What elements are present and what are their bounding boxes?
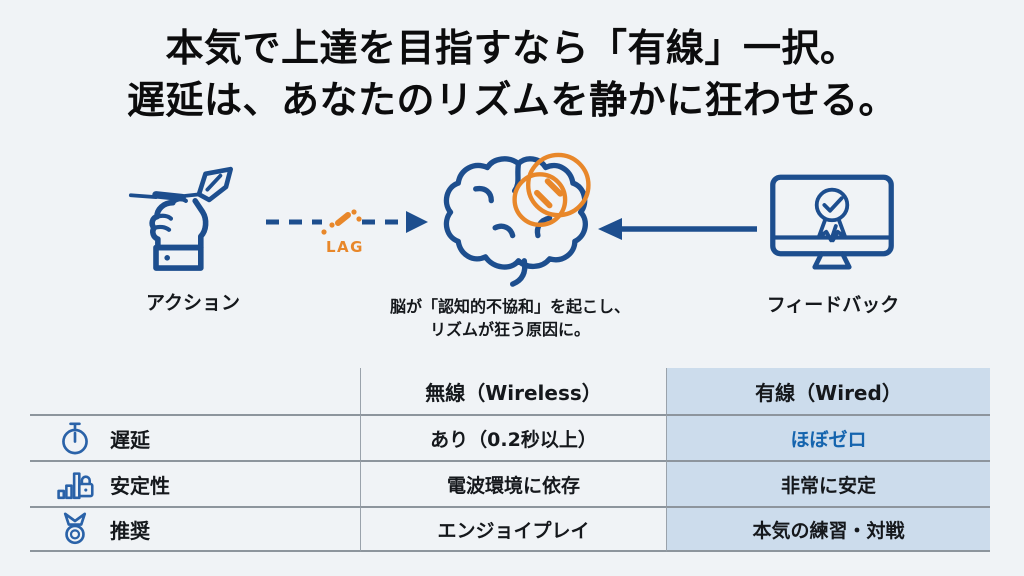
action-label: アクション <box>145 292 241 314</box>
table-corner-cell <box>30 368 360 414</box>
column-header-wired: 有線（Wired） <box>666 368 990 414</box>
brain-caption-line-1: 脳が「認知的不協和」を起こし、 <box>389 297 630 316</box>
medal-icon <box>56 511 94 547</box>
table-row-stability-label: 安定性 <box>30 460 360 506</box>
feedback-arrow-icon <box>596 214 760 244</box>
lag-label: LAG <box>326 238 364 256</box>
row-label: 安定性 <box>110 473 170 498</box>
cell-stability-wired: 非常に安定 <box>666 460 990 506</box>
brain-caption: 脳が「認知的不協和」を起こし、 リズムが狂う原因に。 <box>352 295 668 341</box>
page-title: 本気で上達を目指すなら「有線」一択。 遅延は、あなたのリズムを静かに狂わせる。 <box>0 22 1024 127</box>
cell-stability-wireless: 電波環境に依存 <box>360 460 666 506</box>
row-label: 遅延 <box>110 427 150 452</box>
comparison-table: 無線（Wireless） 有線（Wired） 遅延 あり（0.2秒以上） ほぼゼ… <box>30 368 990 552</box>
column-header-wireless: 無線（Wireless） <box>360 368 666 414</box>
table-row-latency-label: 遅延 <box>30 414 360 460</box>
table-row-recommendation-label: 推奨 <box>30 506 360 552</box>
cell-recommendation-wireless: エンジョイプレイ <box>360 506 666 552</box>
feedback-label: フィードバック <box>766 294 900 316</box>
dart-hand-icon <box>128 160 254 280</box>
lag-arrow-icon <box>262 206 432 242</box>
award-ribbon-icon <box>814 187 850 243</box>
cell-recommendation-wired: 本気の練習・対戦 <box>666 506 990 552</box>
monitor-award-icon <box>768 172 896 280</box>
brain-icon <box>433 144 603 296</box>
cell-latency-wired: ほぼゼロ <box>666 414 990 460</box>
signal-stability-lock-icon <box>56 466 94 502</box>
stopwatch-icon <box>56 420 94 456</box>
brain-caption-line-2: リズムが狂う原因に。 <box>429 320 590 340</box>
cell-latency-wireless: あり（0.2秒以上） <box>360 414 666 460</box>
row-label: 推奨 <box>110 518 150 543</box>
broken-link-icon <box>512 152 591 228</box>
title-line-1: 本気で上達を目指すなら「有線」一択。 <box>165 26 859 70</box>
title-line-2: 遅延は、あなたのリズムを静かに狂わせる。 <box>126 78 897 123</box>
